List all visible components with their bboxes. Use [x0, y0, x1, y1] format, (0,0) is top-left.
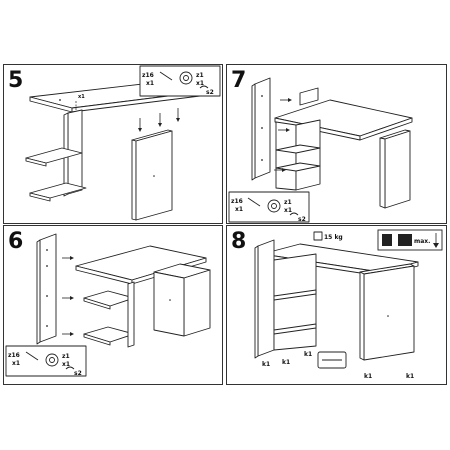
- step5-drawing: x1 z16 x1 z1 x1 s2: [25, 65, 221, 221]
- step-number-8: 8: [231, 229, 247, 254]
- foot-label: k1: [304, 351, 312, 358]
- screwdriver-icon: [199, 85, 209, 89]
- svg-text:z1: z1: [196, 72, 204, 79]
- svg-text:z16: z16: [8, 352, 20, 359]
- step7-drawing: z16 x1 z1 x1 s2: [228, 77, 413, 223]
- right-leg: [183, 269, 211, 337]
- tall-side-panel: [257, 239, 275, 357]
- cam-lock-icon: [179, 71, 193, 85]
- screwdriver-icon: [289, 212, 299, 216]
- svg-text:x1: x1: [146, 80, 154, 87]
- foot-label: k1: [364, 373, 372, 380]
- svg-text:15 kg: 15 kg: [324, 234, 343, 241]
- svg-text:x1: x1: [62, 361, 70, 368]
- svg-text:max.: max.: [414, 238, 430, 245]
- cam-lock-icon: [45, 353, 59, 367]
- dowel-icon: [159, 71, 173, 81]
- step6-drawing: z16 x1 z1 x1 s2: [5, 233, 211, 377]
- dowel-icon: [25, 351, 39, 361]
- svg-text:s2: s2: [298, 216, 306, 223]
- svg-text:x1: x1: [284, 207, 292, 214]
- screwdriver-icon: [65, 366, 75, 370]
- svg-text:s2: s2: [206, 89, 214, 96]
- step8-drawing: 15 kg max. k1 k1: [254, 229, 443, 380]
- svg-text:x1: x1: [196, 80, 204, 87]
- foot-label: k1: [282, 359, 290, 366]
- hardware-box-6: [5, 345, 87, 377]
- callout-qty: x1: [78, 94, 85, 100]
- svg-text:z1: z1: [284, 199, 292, 206]
- foot-label: k1: [262, 361, 270, 368]
- hardware-box-5: [139, 65, 221, 97]
- weight-icon: [313, 231, 323, 241]
- right-leg: [363, 265, 415, 361]
- step-number-5: 5: [8, 68, 24, 93]
- svg-text:x1: x1: [12, 360, 20, 367]
- step-number-7: 7: [231, 68, 247, 93]
- svg-text:s2: s2: [74, 370, 82, 377]
- cam-lock-icon: [267, 199, 281, 213]
- svg-text:z16: z16: [231, 198, 243, 205]
- tall-side-panel: [39, 233, 57, 343]
- step-number-6: 6: [8, 229, 24, 254]
- svg-text:z16: z16: [142, 72, 154, 79]
- svg-text:x1: x1: [235, 206, 243, 213]
- right-leg: [384, 130, 411, 209]
- dowel-icon: [247, 197, 261, 207]
- svg-text:z1: z1: [62, 353, 70, 360]
- foot-label: k1: [406, 373, 414, 380]
